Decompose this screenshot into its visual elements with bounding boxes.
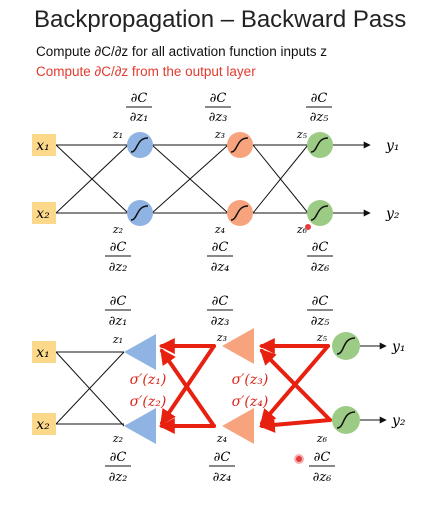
top-neuron-6 bbox=[307, 200, 333, 226]
top-output-y1: y₁ bbox=[385, 138, 400, 154]
sigma-prime-z1: σ′(z₁) bbox=[130, 372, 167, 388]
bottom-grad-4: ∂C ∂z₄ bbox=[209, 450, 235, 485]
svg-text:∂C: ∂C bbox=[311, 91, 328, 106]
svg-text:∂C: ∂C bbox=[312, 294, 329, 309]
subtitle-black: Compute ∂C/∂z for all activation functio… bbox=[36, 44, 327, 59]
svg-text:∂C: ∂C bbox=[212, 240, 229, 255]
svg-text:x₁: x₁ bbox=[36, 345, 50, 361]
svg-text:∂z₅: ∂z₅ bbox=[311, 314, 331, 329]
bottom-neuron-4 bbox=[222, 408, 254, 444]
top-neuron-1 bbox=[127, 132, 153, 158]
laser-pointer-dot bbox=[294, 454, 304, 464]
bottom-edges bbox=[55, 342, 387, 427]
svg-text:∂z₁: ∂z₁ bbox=[109, 314, 128, 329]
svg-text:∂z₂: ∂z₂ bbox=[109, 470, 128, 485]
top-neuron-4 bbox=[227, 200, 253, 226]
svg-text:∂C: ∂C bbox=[212, 294, 229, 309]
top-z4: z₄ bbox=[214, 223, 225, 236]
sigmoid-icon bbox=[336, 337, 356, 355]
top-z5: z₅ bbox=[296, 128, 308, 141]
sigmoid-icon bbox=[230, 137, 249, 153]
sigmoid-icon bbox=[130, 205, 149, 221]
bottom-input-x1: x₁ bbox=[32, 341, 56, 363]
bottom-grad-6: ∂C ∂z₆ bbox=[309, 450, 335, 485]
sigma-prime-z2: σ′(z₂) bbox=[130, 394, 167, 410]
svg-text:∂C: ∂C bbox=[214, 450, 231, 465]
top-input-x1: x₁ bbox=[32, 134, 56, 156]
pointer-dot bbox=[305, 224, 311, 230]
svg-text:∂z₃: ∂z₃ bbox=[209, 110, 228, 125]
svg-text:∂C: ∂C bbox=[131, 91, 148, 106]
top-grad-6: ∂C ∂z₆ bbox=[307, 240, 333, 275]
bottom-output-y2: y₂ bbox=[391, 413, 406, 429]
top-network: ∂C ∂z₁ ∂C ∂z₃ ∂C ∂z₅ bbox=[32, 91, 400, 275]
top-neuron-2 bbox=[127, 200, 153, 226]
svg-text:∂z₆: ∂z₆ bbox=[311, 260, 330, 275]
bottom-z2: z₂ bbox=[112, 432, 123, 445]
top-grad-5: ∂C ∂z₅ bbox=[306, 91, 332, 125]
sigmoid-icon bbox=[130, 137, 149, 153]
bottom-network: ∂C ∂z₁ ∂C ∂z₃ ∂C ∂z₅ x₁ bbox=[32, 294, 406, 485]
top-input-x2: x₂ bbox=[32, 202, 56, 224]
top-grad-4: ∂C ∂z₄ bbox=[207, 240, 233, 275]
bottom-grad-2: ∂C ∂z₂ bbox=[105, 450, 131, 485]
bottom-neuron-3 bbox=[222, 328, 254, 364]
sigmoid-icon bbox=[310, 137, 329, 153]
svg-text:∂C: ∂C bbox=[312, 240, 329, 255]
svg-text:∂z₅: ∂z₅ bbox=[310, 110, 330, 125]
svg-text:x₁: x₁ bbox=[36, 138, 50, 154]
sigmoid-icon bbox=[230, 205, 249, 221]
top-grad-3: ∂C ∂z₃ bbox=[205, 91, 231, 125]
bottom-z5: z₅ bbox=[316, 331, 328, 344]
svg-text:∂z₄: ∂z₄ bbox=[213, 470, 232, 485]
bottom-grad-3: ∂C ∂z₃ bbox=[207, 294, 233, 329]
top-grad-2: ∂C ∂z₂ bbox=[105, 240, 131, 275]
bottom-grad-1: ∂C ∂z₁ bbox=[105, 294, 131, 329]
bottom-neuron-2 bbox=[124, 408, 156, 444]
bottom-z3: z₃ bbox=[216, 331, 227, 344]
bottom-neuron-6 bbox=[332, 406, 360, 434]
bottom-neuron-1 bbox=[124, 334, 156, 370]
top-z3: z₃ bbox=[214, 128, 225, 141]
bottom-neuron-5 bbox=[332, 332, 360, 360]
svg-text:∂z₁: ∂z₁ bbox=[130, 110, 149, 125]
svg-text:∂C: ∂C bbox=[110, 294, 127, 309]
bottom-z1: z₁ bbox=[112, 333, 123, 346]
svg-text:∂C: ∂C bbox=[110, 450, 127, 465]
top-neuron-3 bbox=[227, 132, 253, 158]
slide-title: Backpropagation – Backward Pass bbox=[34, 6, 407, 33]
top-output-y2: y₂ bbox=[385, 206, 400, 222]
bottom-output-y1: y₁ bbox=[391, 339, 406, 355]
svg-text:∂z₄: ∂z₄ bbox=[211, 260, 230, 275]
top-z2: z₂ bbox=[112, 223, 123, 236]
bottom-grad-5: ∂C ∂z₅ bbox=[307, 294, 333, 329]
top-edges bbox=[55, 141, 371, 217]
svg-text:x₂: x₂ bbox=[36, 417, 50, 433]
top-neuron-5 bbox=[307, 132, 333, 158]
top-grad-1: ∂C ∂z₁ bbox=[126, 91, 152, 125]
svg-text:∂z₂: ∂z₂ bbox=[109, 260, 128, 275]
top-z6: z₆ bbox=[296, 223, 308, 236]
sigma-prime-z3: σ′(z₃) bbox=[232, 372, 269, 388]
subtitle-red: Compute ∂C/∂z from the output layer bbox=[36, 64, 256, 79]
svg-text:∂C: ∂C bbox=[110, 240, 127, 255]
bottom-z6: z₆ bbox=[316, 432, 328, 445]
sigmoid-icon bbox=[310, 205, 329, 221]
top-z1: z₁ bbox=[112, 128, 123, 141]
bottom-input-x2: x₂ bbox=[32, 413, 56, 435]
sigma-prime-z4: σ′(z₄) bbox=[232, 394, 269, 410]
sigmoid-icon bbox=[336, 411, 356, 429]
svg-text:∂C: ∂C bbox=[210, 91, 227, 106]
svg-text:∂z₆: ∂z₆ bbox=[313, 470, 332, 485]
svg-text:∂z₃: ∂z₃ bbox=[211, 314, 230, 329]
svg-text:x₂: x₂ bbox=[36, 206, 50, 222]
bottom-z4: z₄ bbox=[216, 432, 227, 445]
backward-arrows bbox=[158, 338, 332, 434]
svg-text:∂C: ∂C bbox=[314, 450, 331, 465]
